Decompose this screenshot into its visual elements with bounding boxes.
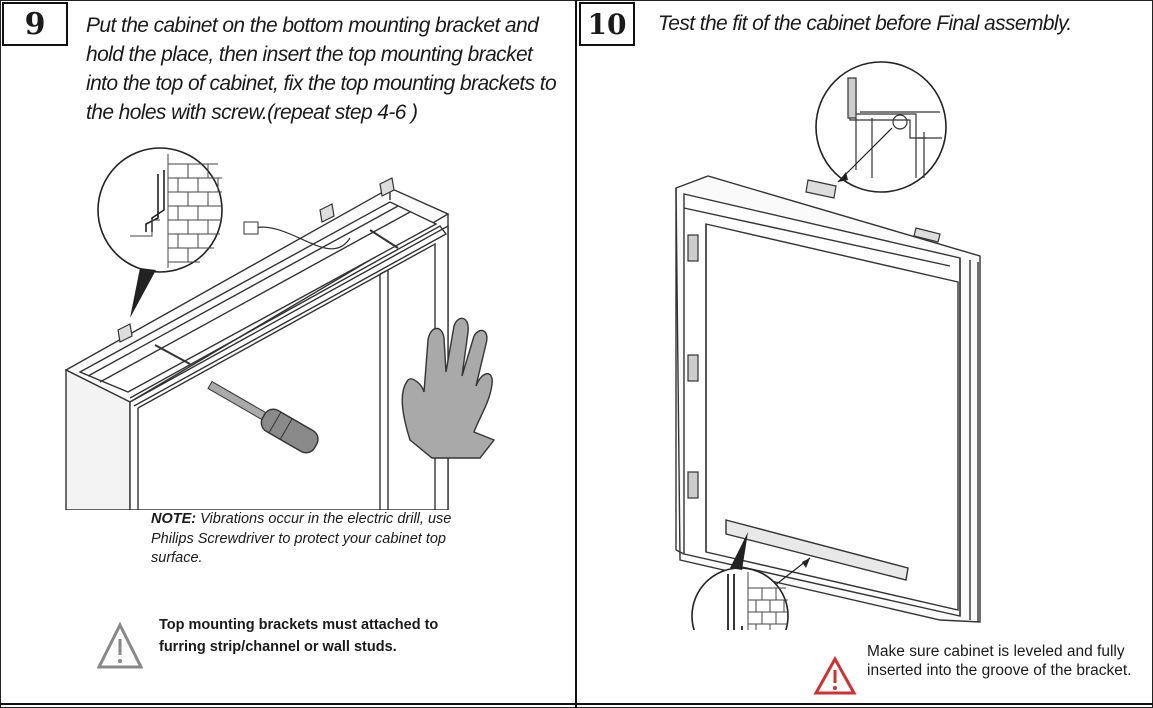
step-10-warning: Make sure cabinet is leveled and fully i… <box>867 643 1132 679</box>
step-9-illustration <box>64 147 496 510</box>
note-text: Vibrations occur in the electric drill, … <box>151 511 452 566</box>
note-label: NOTE: <box>151 511 197 527</box>
step-9-warning: Top mounting brackets must attached to f… <box>159 617 439 655</box>
panel-divider <box>575 0 577 708</box>
step-9-note: NOTE: Vibrations occur in the electric d… <box>151 510 481 569</box>
step-9-number: 9 <box>2 2 68 46</box>
warning-triangle-red-icon <box>813 656 857 695</box>
step-9-instruction: Put the cabinet on the bottom mounting b… <box>86 14 557 124</box>
step-10-number: 10 <box>579 2 635 46</box>
bottom-rule <box>0 703 1153 705</box>
warning-triangle-gray-icon <box>97 622 143 669</box>
step-10-illustration <box>675 61 981 630</box>
step-10-instruction: Test the fit of the cabinet before Final… <box>658 12 1072 35</box>
